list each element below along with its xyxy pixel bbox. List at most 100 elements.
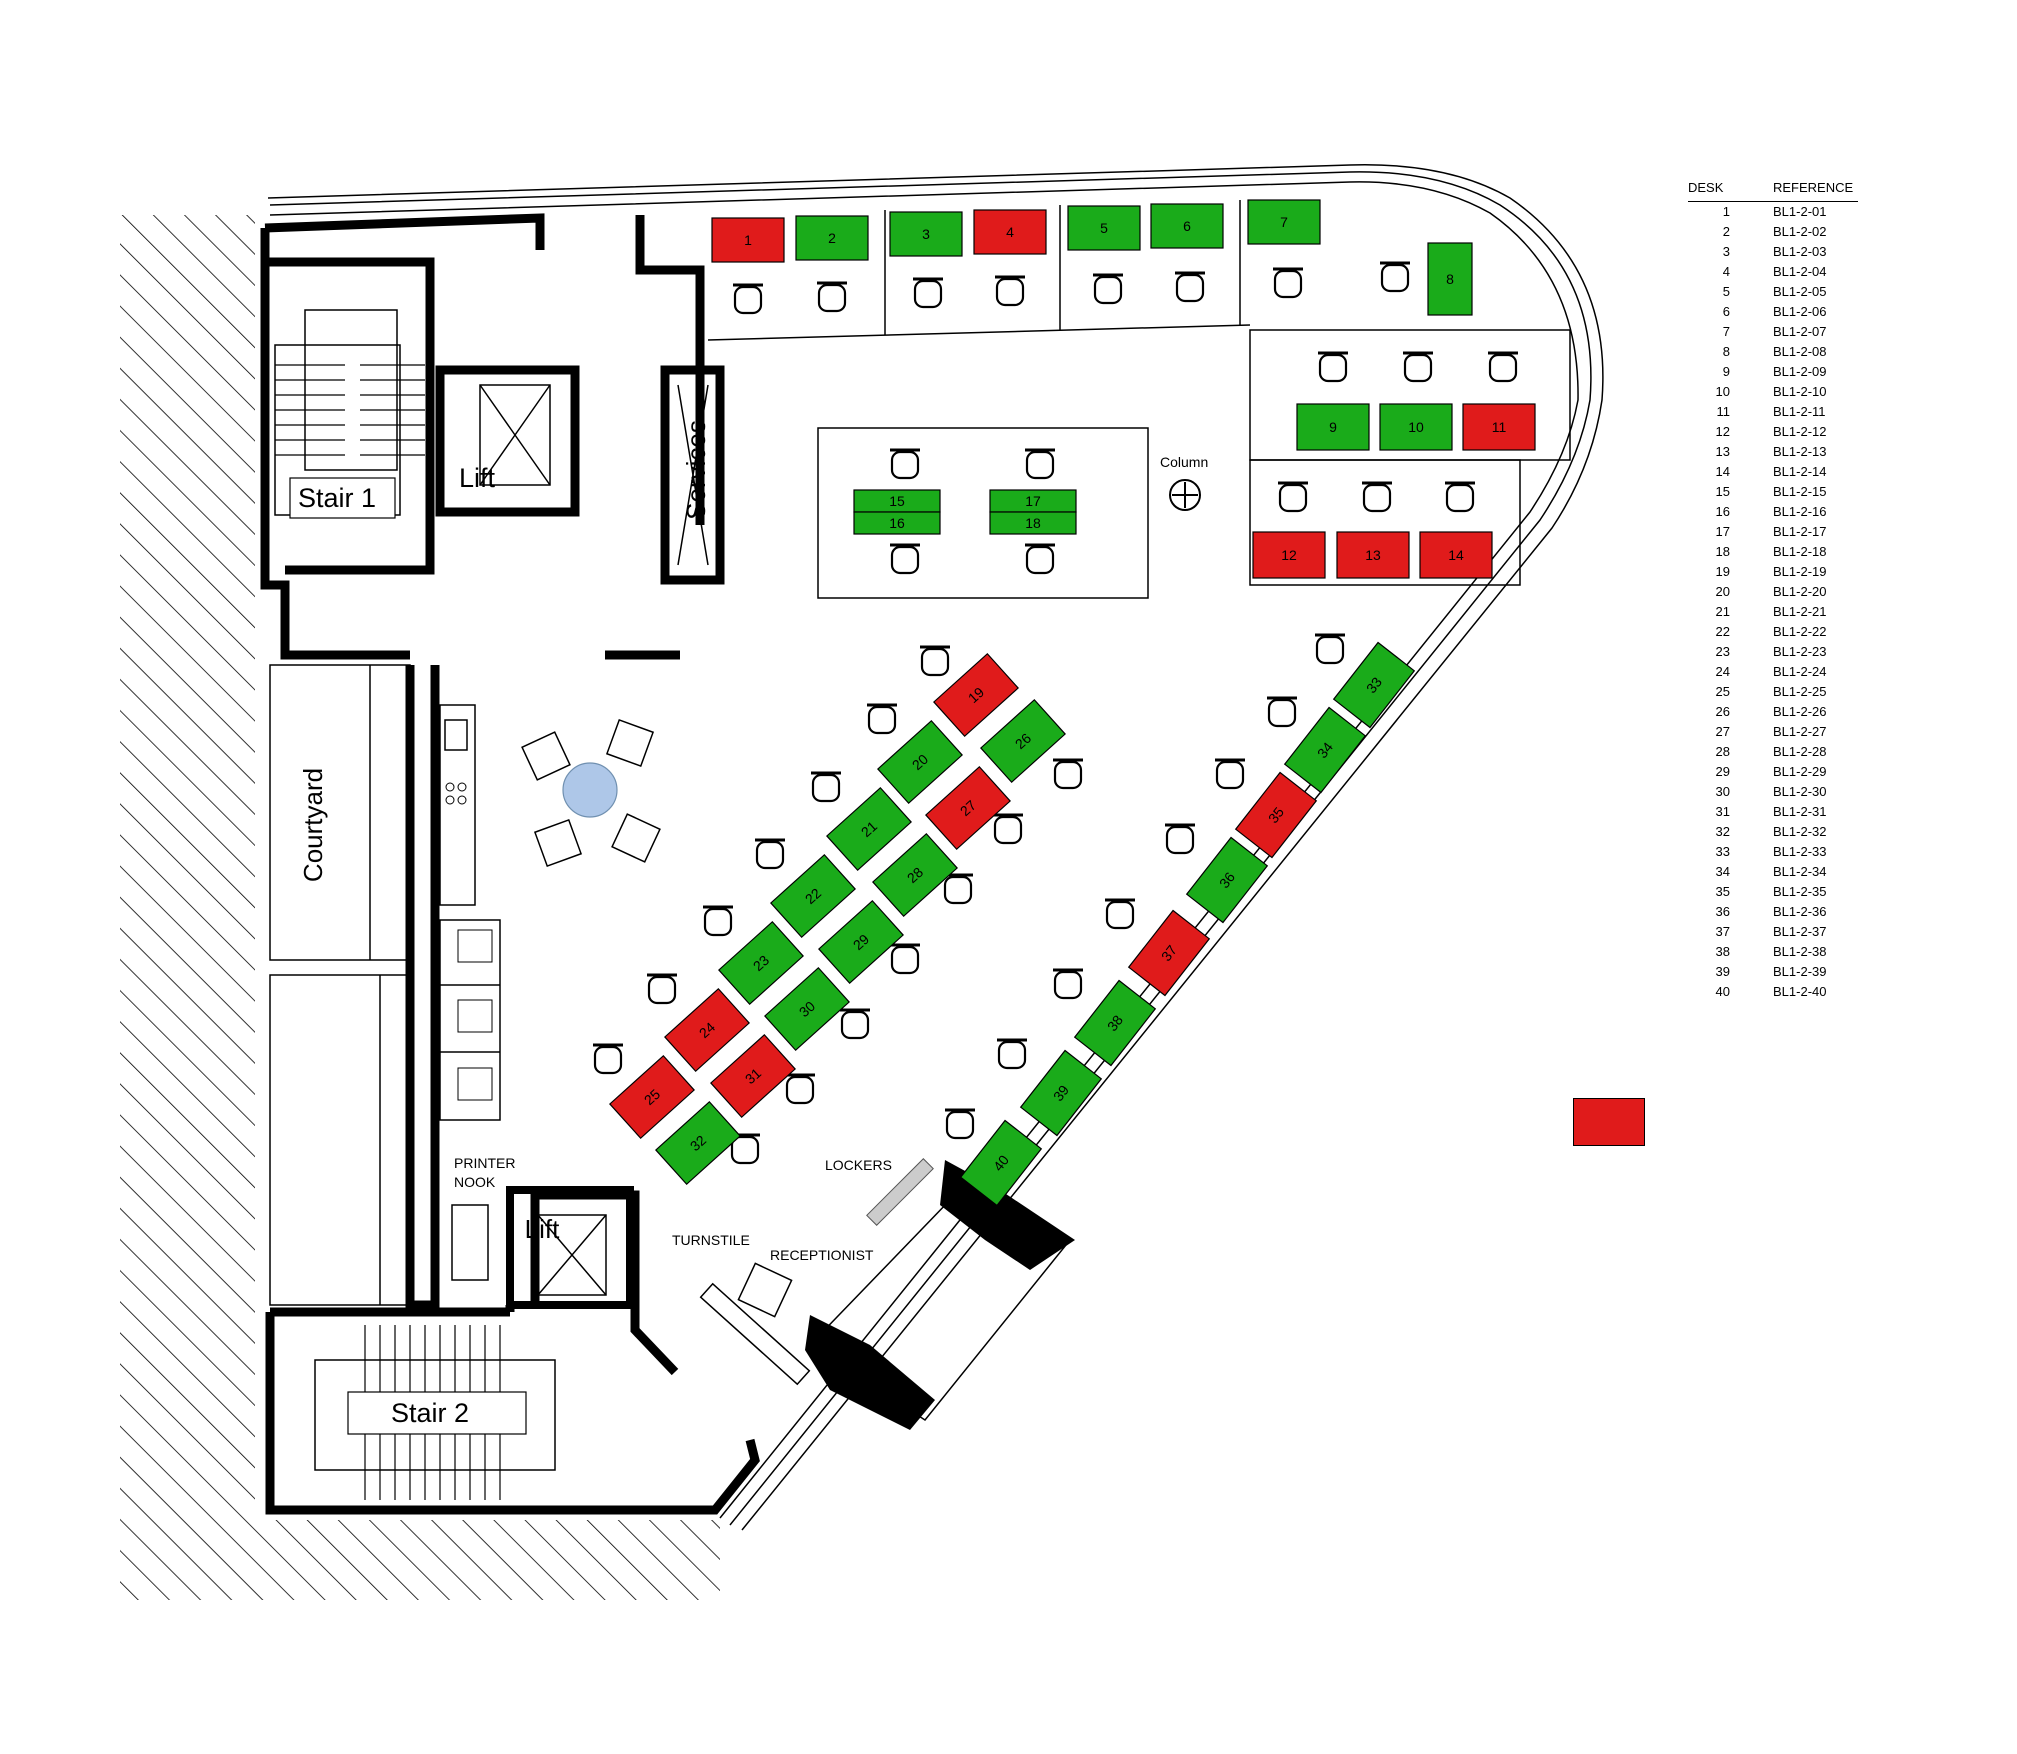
desk-8[interactable]: 8 xyxy=(1427,242,1473,316)
desk-14[interactable]: 14 xyxy=(1419,531,1493,579)
desk-38-surface[interactable] xyxy=(1073,979,1157,1067)
desk-19-surface[interactable] xyxy=(933,652,1019,738)
desk-26-surface[interactable] xyxy=(980,698,1066,784)
desk-35[interactable]: 35 xyxy=(1234,771,1318,859)
desk-1-surface[interactable] xyxy=(711,217,785,263)
desk-39-surface[interactable] xyxy=(1019,1049,1103,1137)
desk-32-surface[interactable] xyxy=(655,1100,741,1186)
desk-30-surface[interactable] xyxy=(764,966,850,1052)
desk-34-surface[interactable] xyxy=(1283,706,1367,794)
desk-10-surface[interactable] xyxy=(1379,403,1453,451)
legend-desk-reference: BL1-2-38 xyxy=(1773,944,1827,959)
desk-21[interactable]: 21 xyxy=(826,786,912,872)
courtyard-label: Courtyard xyxy=(298,768,328,882)
desk-23-surface[interactable] xyxy=(718,920,804,1006)
legend-desk-number: 38 xyxy=(1715,944,1730,959)
desk-36-surface[interactable] xyxy=(1185,836,1269,924)
desk-15[interactable]: 15 xyxy=(853,489,941,513)
desk-3-surface[interactable] xyxy=(889,211,963,257)
desk-18-surface[interactable] xyxy=(989,511,1077,535)
legend-desk-reference: BL1-2-16 xyxy=(1773,504,1827,519)
desk-3[interactable]: 3 xyxy=(889,211,963,257)
desk-14-surface[interactable] xyxy=(1419,531,1493,579)
desk-11-surface[interactable] xyxy=(1462,403,1536,451)
legend-desk-reference: BL1-2-29 xyxy=(1773,764,1827,779)
legend-desk-reference: BL1-2-36 xyxy=(1773,904,1827,919)
booked-status-swatch xyxy=(1573,1098,1645,1146)
desk-34[interactable]: 34 xyxy=(1283,706,1367,794)
desk-1[interactable]: 1 xyxy=(711,217,785,263)
desk-27[interactable]: 27 xyxy=(925,765,1011,851)
desk-22[interactable]: 22 xyxy=(770,853,856,939)
desk-4[interactable]: 4 xyxy=(973,209,1047,255)
desk-33[interactable]: 33 xyxy=(1332,641,1416,729)
desk-13[interactable]: 13 xyxy=(1336,531,1410,579)
desk-31[interactable]: 31 xyxy=(710,1033,796,1119)
desk-37-surface[interactable] xyxy=(1127,909,1211,997)
desk-13-surface[interactable] xyxy=(1336,531,1410,579)
desk-17[interactable]: 17 xyxy=(989,489,1077,513)
desk-2-surface[interactable] xyxy=(795,215,869,261)
desk-10[interactable]: 10 xyxy=(1379,403,1453,451)
desk-28-surface[interactable] xyxy=(872,832,958,918)
desk-12[interactable]: 12 xyxy=(1252,531,1326,579)
desk-25[interactable]: 25 xyxy=(609,1054,695,1140)
desk-19[interactable]: 19 xyxy=(933,652,1019,738)
desk-24[interactable]: 24 xyxy=(664,987,750,1073)
desk-40[interactable]: 40 xyxy=(959,1119,1043,1207)
desk-36[interactable]: 36 xyxy=(1185,836,1269,924)
legend-desk-reference: BL1-2-13 xyxy=(1773,444,1827,459)
desk-6[interactable]: 6 xyxy=(1150,203,1224,249)
desk-29-surface[interactable] xyxy=(818,899,904,985)
desk-31-surface[interactable] xyxy=(710,1033,796,1119)
desk-20[interactable]: 20 xyxy=(877,719,963,805)
desk-8-surface[interactable] xyxy=(1427,242,1473,316)
desk-22-surface[interactable] xyxy=(770,853,856,939)
desk-5-surface[interactable] xyxy=(1067,205,1141,251)
desk-4-surface[interactable] xyxy=(973,209,1047,255)
desk-12-surface[interactable] xyxy=(1252,531,1326,579)
desk-5-label: 5 xyxy=(1100,220,1108,236)
desk-32[interactable]: 32 xyxy=(655,1100,741,1186)
desk-23[interactable]: 23 xyxy=(718,920,804,1006)
desk-9[interactable]: 9 xyxy=(1296,403,1370,451)
desk-7-surface[interactable] xyxy=(1247,199,1321,245)
desk-16-surface[interactable] xyxy=(853,511,941,535)
desk-39[interactable]: 39 xyxy=(1019,1049,1103,1137)
desk-40-surface[interactable] xyxy=(959,1119,1043,1207)
desk-11[interactable]: 11 xyxy=(1462,403,1536,451)
desk-33-surface[interactable] xyxy=(1332,641,1416,729)
desk-26[interactable]: 26 xyxy=(980,698,1066,784)
desk-27-surface[interactable] xyxy=(925,765,1011,851)
desk-7[interactable]: 7 xyxy=(1247,199,1321,245)
desk-9-surface[interactable] xyxy=(1296,403,1370,451)
desk-35-surface[interactable] xyxy=(1234,771,1318,859)
desk-2[interactable]: 2 xyxy=(795,215,869,261)
desk-6-label: 6 xyxy=(1183,218,1191,234)
desk-16[interactable]: 16 xyxy=(853,511,941,535)
chair xyxy=(1380,261,1410,293)
desk-24-surface[interactable] xyxy=(664,987,750,1073)
desk-21-surface[interactable] xyxy=(826,786,912,872)
desk-18[interactable]: 18 xyxy=(989,511,1077,535)
desk-5[interactable]: 5 xyxy=(1067,205,1141,251)
desk-29[interactable]: 29 xyxy=(818,899,904,985)
desk-38[interactable]: 38 xyxy=(1073,979,1157,1067)
printer-nook: PRINTER NOOK xyxy=(451,1155,515,1281)
desk-30[interactable]: 30 xyxy=(764,966,850,1052)
desk-25-surface[interactable] xyxy=(609,1054,695,1140)
desk-37[interactable]: 37 xyxy=(1127,909,1211,997)
desk-15-label: 15 xyxy=(889,493,905,509)
desk-20-surface[interactable] xyxy=(877,719,963,805)
legend-desk-reference: BL1-2-02 xyxy=(1773,224,1827,239)
chair xyxy=(890,543,920,575)
desk-28[interactable]: 28 xyxy=(872,832,958,918)
desk-6-surface[interactable] xyxy=(1150,203,1224,249)
